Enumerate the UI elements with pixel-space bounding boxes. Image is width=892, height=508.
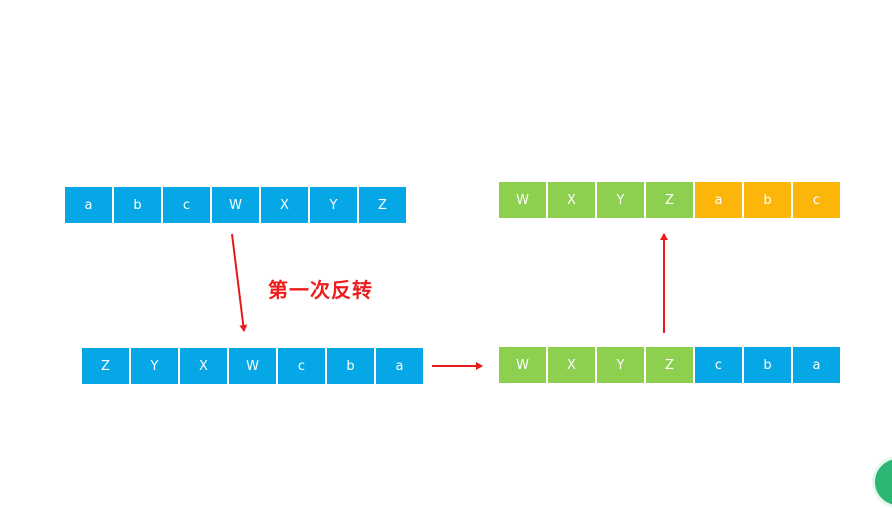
array-cell: Y (131, 348, 178, 384)
array-cell: X (548, 347, 595, 383)
array-cell: a (695, 182, 742, 218)
array-cell: b (114, 187, 161, 223)
array-cell: Z (359, 187, 406, 223)
array-cell: W (229, 348, 276, 384)
corner-badge-icon[interactable] (872, 456, 892, 508)
array-cell: Z (646, 182, 693, 218)
array-cell: b (744, 182, 791, 218)
array-cell: a (65, 187, 112, 223)
array-cell: c (163, 187, 210, 223)
array-cell: c (695, 347, 742, 383)
array-cell: a (376, 348, 423, 384)
array-cell: X (261, 187, 308, 223)
array-cell: b (744, 347, 791, 383)
array-cell: Z (82, 348, 129, 384)
array-cell: X (180, 348, 227, 384)
array-cell: b (327, 348, 374, 384)
array-cell: Z (646, 347, 693, 383)
array-cell: c (278, 348, 325, 384)
arrow-down-reverse (231, 233, 248, 332)
array-cell: W (212, 187, 259, 223)
array-cell: Y (597, 182, 644, 218)
array-cell: Y (310, 187, 357, 223)
array-cell: W (499, 182, 546, 218)
array-cell: W (499, 347, 546, 383)
array-cell: X (548, 182, 595, 218)
array-cell: Y (597, 347, 644, 383)
array-cell: a (793, 347, 840, 383)
step-label: 第一次反转 (268, 278, 373, 302)
array-cell: c (793, 182, 840, 218)
